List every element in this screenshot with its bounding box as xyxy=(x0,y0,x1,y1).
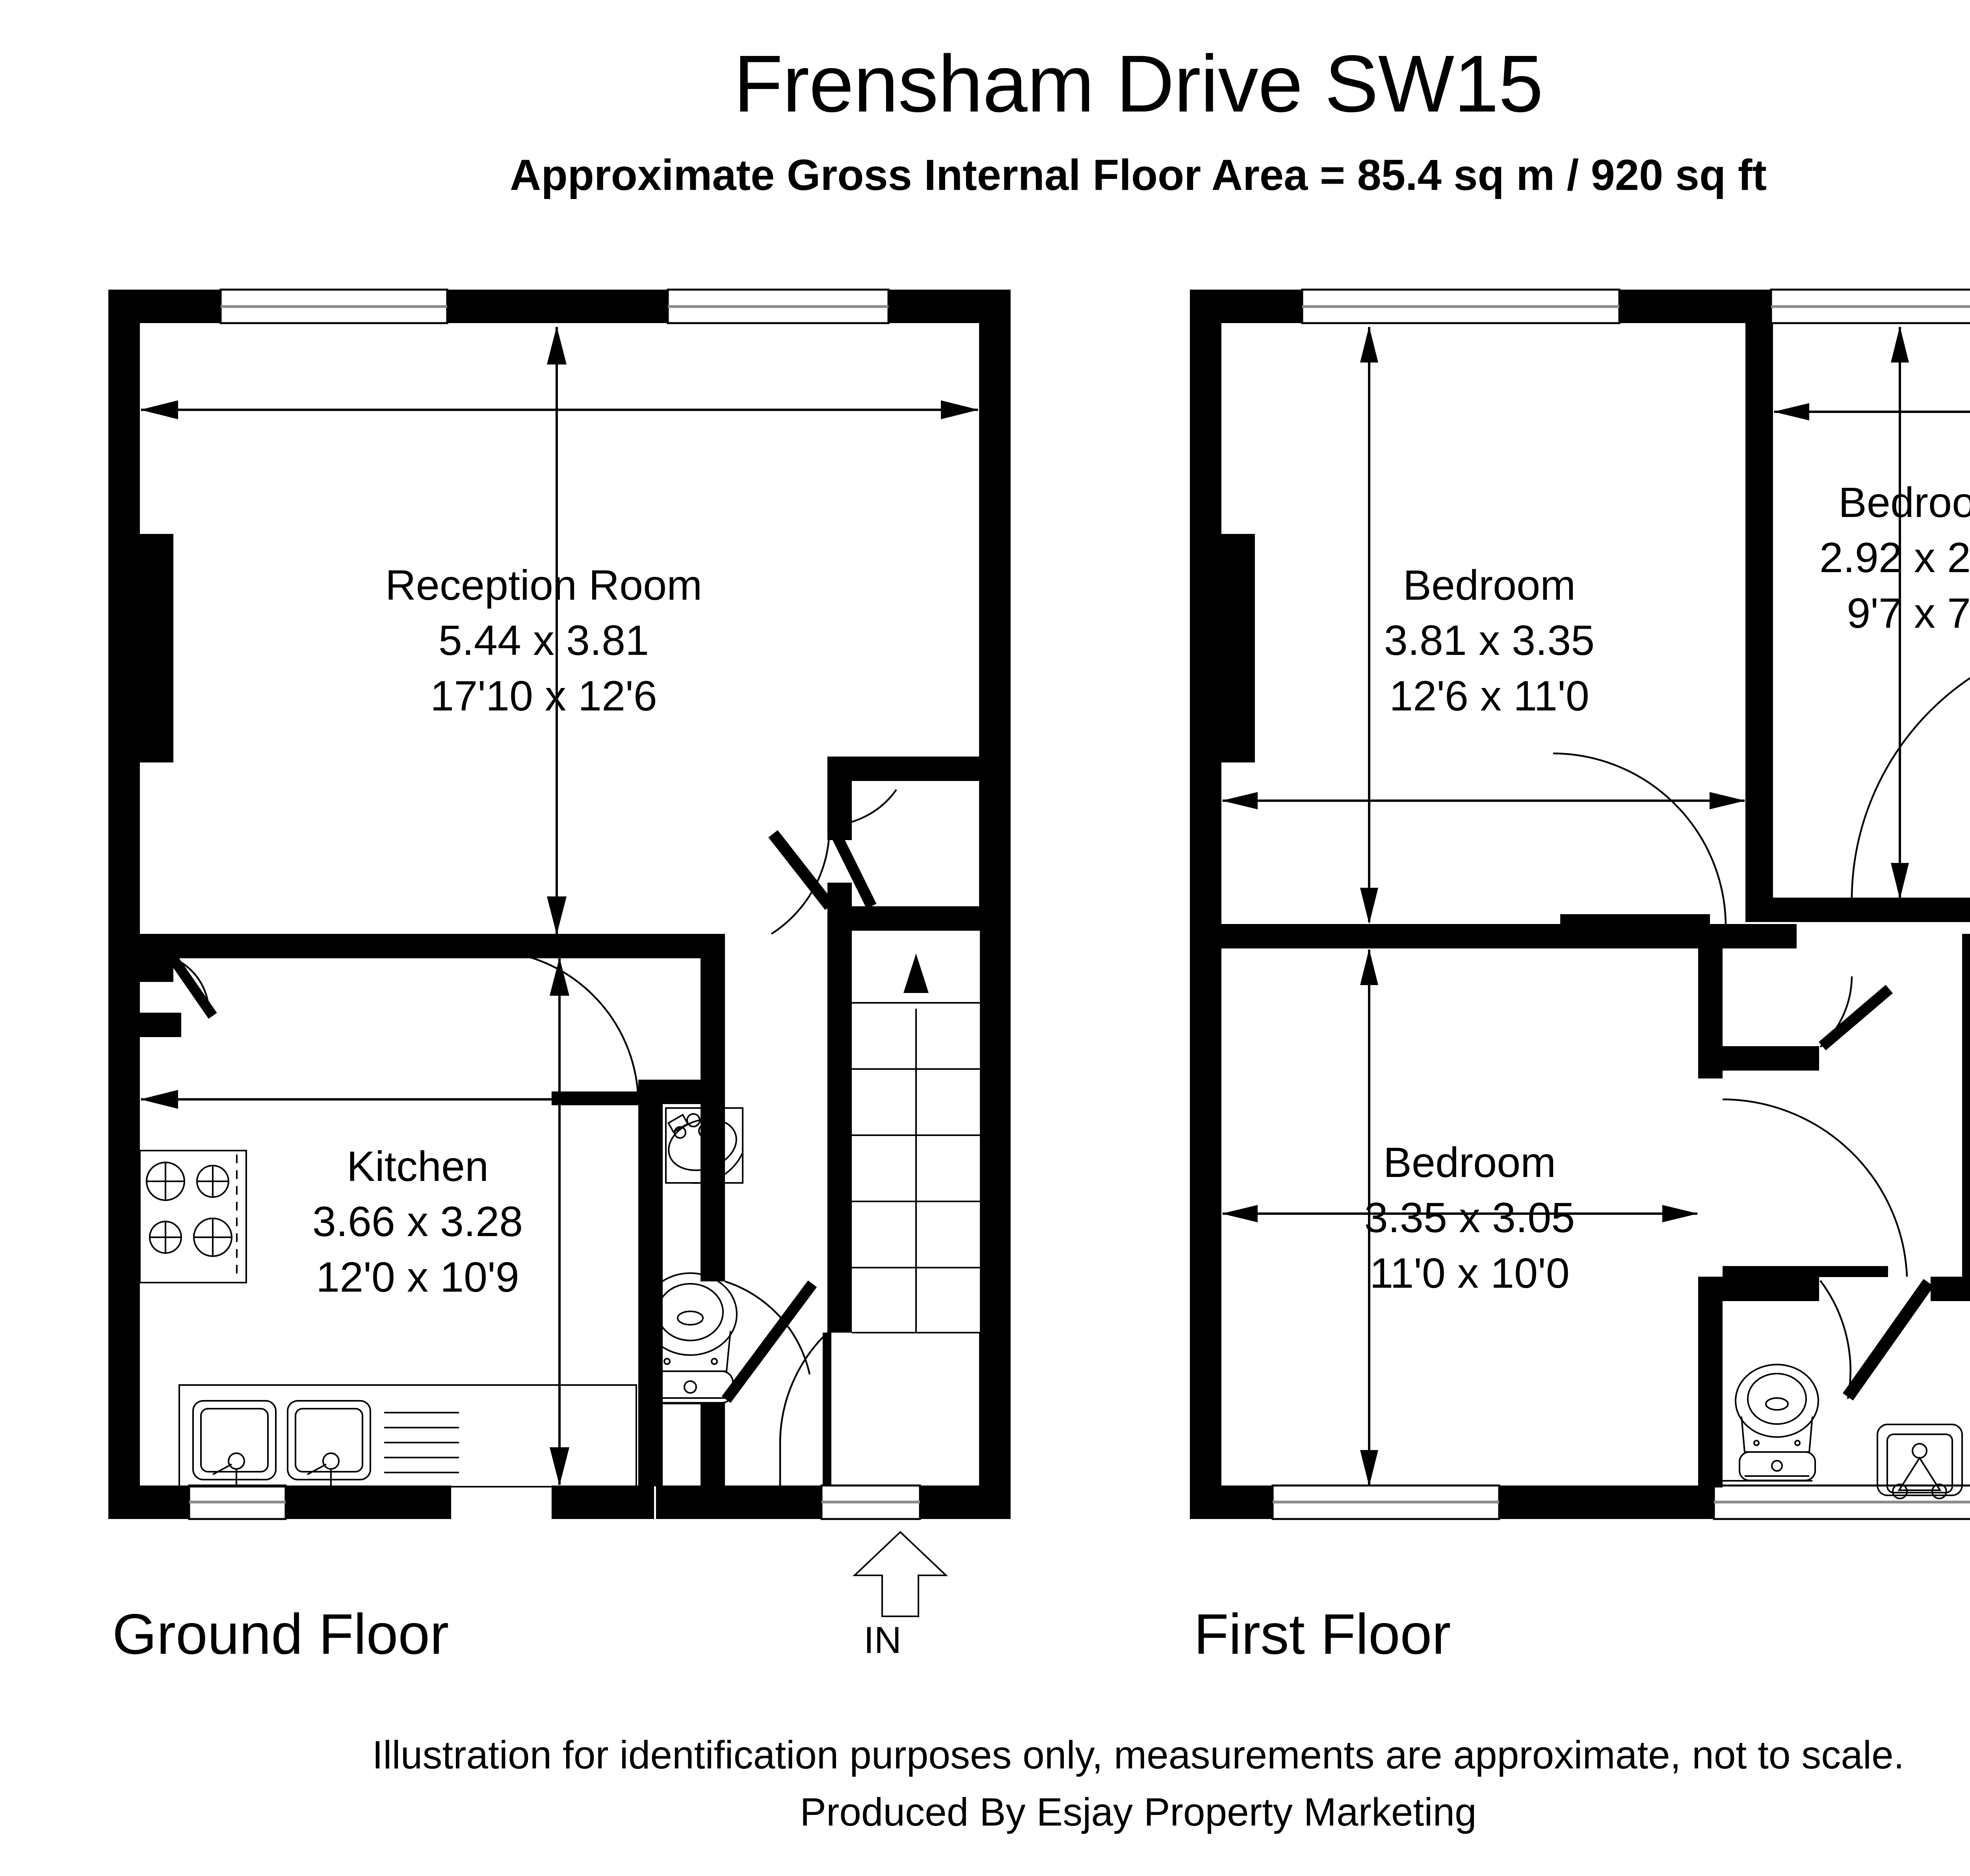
ground-floor-plan xyxy=(0,0,1103,1596)
room-label-bedroom-second: Bedroom 3.35 x 3.05 11'0 x 10'0 xyxy=(1312,1135,1627,1301)
room-metric-dimensions: 3.35 x 3.05 xyxy=(1364,1194,1575,1242)
main-bedroom-door xyxy=(1553,752,1727,925)
floor-area-subtitle: Approximate Gross Internal Floor Area = … xyxy=(510,151,1767,199)
room-metric-dimensions: 2.92 x 2.24 xyxy=(1819,534,1970,582)
room-label-kitchen: Kitchen 3.66 x 3.28 12'0 x 10'9 xyxy=(264,1139,571,1305)
room-metric-dimensions: 3.66 x 3.28 xyxy=(312,1197,523,1246)
kitchen-side-door xyxy=(169,956,217,1019)
first-floor-walls xyxy=(1190,288,1970,1520)
room-metric-dimensions: 5.44 x 3.81 xyxy=(438,616,649,664)
ground-dimension-arrows xyxy=(140,326,979,1486)
kitchen-hall-door xyxy=(484,949,640,1105)
hob-4-burner-icon xyxy=(139,1150,247,1283)
room-imperial-dimensions: 9'7 x 7'4 xyxy=(1847,589,1970,637)
ground-floor-walls xyxy=(108,288,1011,1520)
staircase-up-icon xyxy=(852,931,980,1333)
double-sink-with-drainer-icon xyxy=(178,1384,637,1487)
room-metric-dimensions: 3.81 x 3.35 xyxy=(1384,616,1595,664)
room-name: Bedroom xyxy=(1383,1138,1556,1186)
producer-credit: Produced By Esjay Property Marketing xyxy=(800,1790,1477,1834)
entrance-arrow-wrapper xyxy=(849,1529,952,1619)
first-floor-caption: First Floor xyxy=(1194,1602,1451,1666)
room-label-bedroom-small: Bedroom 2.92 x 2.24 9'7 x 7'4 xyxy=(1775,475,1970,641)
room-label-reception-room: Reception Room 5.44 x 3.81 17'10 x 12'6 xyxy=(366,558,721,723)
wc-door xyxy=(721,1280,817,1403)
wash-basin-icon xyxy=(1877,1424,1963,1499)
room-name: Kitchen xyxy=(346,1142,489,1190)
bathroom-door xyxy=(1819,1279,1934,1401)
first-floor-dimension-arrows xyxy=(1222,326,1970,1486)
second-bedroom-door xyxy=(1722,1098,1908,1277)
room-imperial-dimensions: 12'6 x 11'0 xyxy=(1389,671,1589,720)
room-label-bedroom-main: Bedroom 3.81 x 3.35 12'6 x 11'0 xyxy=(1332,558,1647,723)
entrance-label: IN xyxy=(864,1619,901,1661)
disclaimer-line-1: Illustration for identification purposes… xyxy=(372,1733,1905,1777)
room-name: Bedroom xyxy=(1838,478,1970,526)
room-name: Bedroom xyxy=(1403,561,1576,609)
airing-cupboard-door xyxy=(1818,976,1893,1050)
corner-basin-icon xyxy=(665,1107,743,1184)
toilet-icon xyxy=(1723,1364,1819,1482)
room-imperial-dimensions: 17'10 x 12'6 xyxy=(430,671,657,720)
first-floor-plan xyxy=(1190,288,1970,1520)
room-name: Reception Room xyxy=(385,561,703,609)
reception-hall-door xyxy=(768,789,897,935)
room-imperial-dimensions: 11'0 x 10'0 xyxy=(1370,1249,1570,1297)
page-title: Frensham Drive SW15 xyxy=(733,39,1543,129)
small-bedroom-door xyxy=(1851,677,1970,898)
toilet-icon xyxy=(638,1272,738,1404)
front-entrance-door xyxy=(779,1332,831,1486)
ground-floor-caption: Ground Floor xyxy=(112,1602,449,1666)
room-imperial-dimensions: 12'0 x 10'9 xyxy=(316,1253,519,1301)
up-arrow-outline-icon xyxy=(852,1531,948,1617)
